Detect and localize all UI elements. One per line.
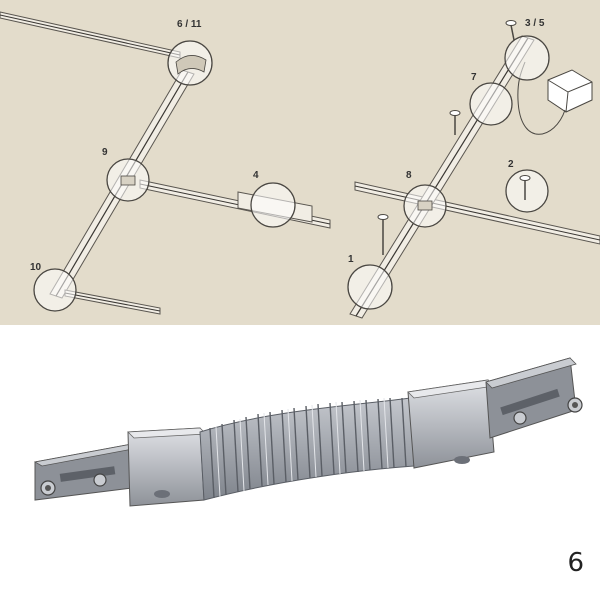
t-connector-icon [120, 175, 136, 186]
ceiling-rod-lower [377, 214, 389, 255]
callout-label: 6 / 11 [177, 19, 202, 30]
installation-diagram-panel: 6 / 11 9 4 10 [0, 0, 600, 325]
callout-circle-1 [347, 264, 393, 310]
diagram-background [0, 0, 600, 325]
callout-circle-10 [33, 268, 77, 312]
page-number: 6 [567, 548, 584, 578]
right-housing [407, 379, 495, 469]
callout-circle-4 [250, 182, 296, 228]
callout-label: 2 [508, 159, 514, 170]
left-housing [127, 427, 207, 507]
callout-label: 1 [348, 254, 354, 265]
callout-circle-7 [469, 82, 513, 126]
ceiling-hook-icon [519, 175, 531, 200]
callout-label: 10 [30, 262, 42, 273]
ceiling-rod-upper [449, 110, 461, 135]
ceiling-mount-top [505, 20, 517, 41]
left-rail-end [33, 443, 140, 501]
flexible-connector-icon [33, 357, 583, 507]
callout-label: 3 / 5 [525, 18, 545, 29]
cross-connector-icon [417, 200, 433, 211]
callout-label: 9 [102, 147, 108, 158]
flex-bellows [199, 397, 415, 501]
left-diagram: 6 / 11 9 4 10 [0, 11, 331, 315]
callout-label: 8 [406, 170, 412, 181]
callout-label: 7 [471, 72, 477, 83]
right-rail-end [485, 357, 583, 439]
callout-circle-3-5 [504, 35, 550, 81]
corner-connector-icon [175, 55, 207, 75]
callout-label: 4 [253, 170, 259, 181]
callout-circle-2 [505, 169, 549, 213]
right-diagram: 3 / 5 7 8 2 1 [347, 18, 600, 319]
